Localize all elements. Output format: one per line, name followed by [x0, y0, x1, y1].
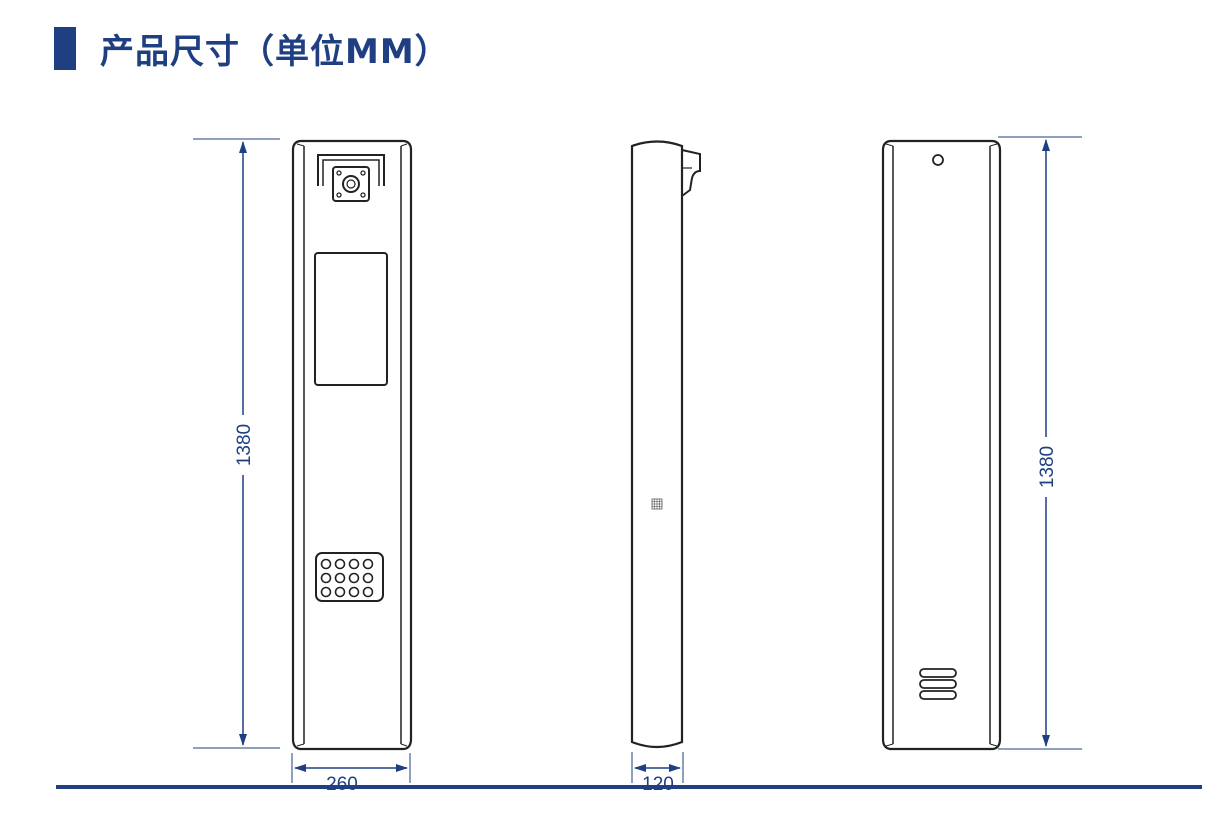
front-view	[193, 138, 413, 783]
front-height-label: 1380	[234, 424, 255, 466]
camera-module	[317, 154, 385, 202]
back-height-label: 1380	[1037, 446, 1058, 488]
footer-divider	[56, 785, 1202, 789]
title-accent-bar	[54, 27, 76, 70]
keypad	[315, 552, 384, 602]
front-width-label: 260	[326, 774, 358, 795]
vent-slots	[919, 668, 957, 700]
mount-hole	[932, 154, 944, 166]
mount-bracket	[681, 149, 701, 197]
display-screen	[314, 252, 388, 386]
side-depth-label: 120	[642, 774, 674, 795]
side-view	[630, 140, 701, 783]
speaker-grille	[651, 498, 663, 510]
page-title: 产品尺寸（单位MM）	[100, 32, 450, 72]
back-view	[881, 136, 1082, 751]
